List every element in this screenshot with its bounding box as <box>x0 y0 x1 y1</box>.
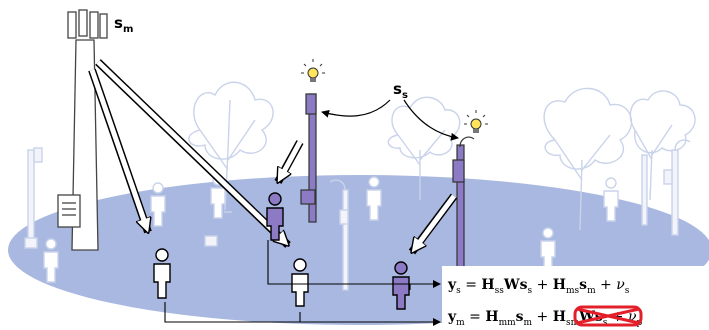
smart-light-pole-left <box>300 93 317 223</box>
user-smart-left <box>266 192 284 241</box>
equation-ys: ys = HssWss + Hmssm + νs <box>447 277 630 296</box>
lamp-post-center <box>329 179 349 291</box>
equation-ym: ym = Hmmsm + HsmWss + νp <box>447 309 643 328</box>
user-smart-right <box>392 261 410 310</box>
tree-center-right <box>387 96 461 200</box>
pedestrian-bg-5 <box>540 227 556 272</box>
equation-connectors <box>164 240 441 326</box>
user-macro <box>153 248 171 299</box>
interference-cancelled-mark <box>573 305 643 327</box>
bulb-icon-left <box>301 59 325 82</box>
tree-left <box>188 81 274 213</box>
smart-signal-label: ss <box>393 80 408 101</box>
macro-base-station <box>57 9 108 251</box>
pedestrian-bg-2 <box>43 238 59 283</box>
pedestrian-bg-6 <box>603 177 619 222</box>
tree-right <box>543 87 633 231</box>
bench-box <box>204 235 218 247</box>
pedestrian-bg-1 <box>150 182 166 227</box>
lamp-post-far-left <box>24 147 43 249</box>
pointer-to-right-pole <box>403 99 459 141</box>
bulb-icon-right <box>464 110 488 133</box>
lamp-post-right <box>641 139 691 236</box>
pointer-to-left-pole <box>321 99 391 118</box>
macro-signal-label: sm <box>114 14 133 35</box>
user-macro-edge <box>291 258 309 307</box>
pedestrian-bg-3 <box>366 176 382 221</box>
tree-far-right <box>629 90 696 201</box>
beam-arrows-fill <box>89 60 457 249</box>
